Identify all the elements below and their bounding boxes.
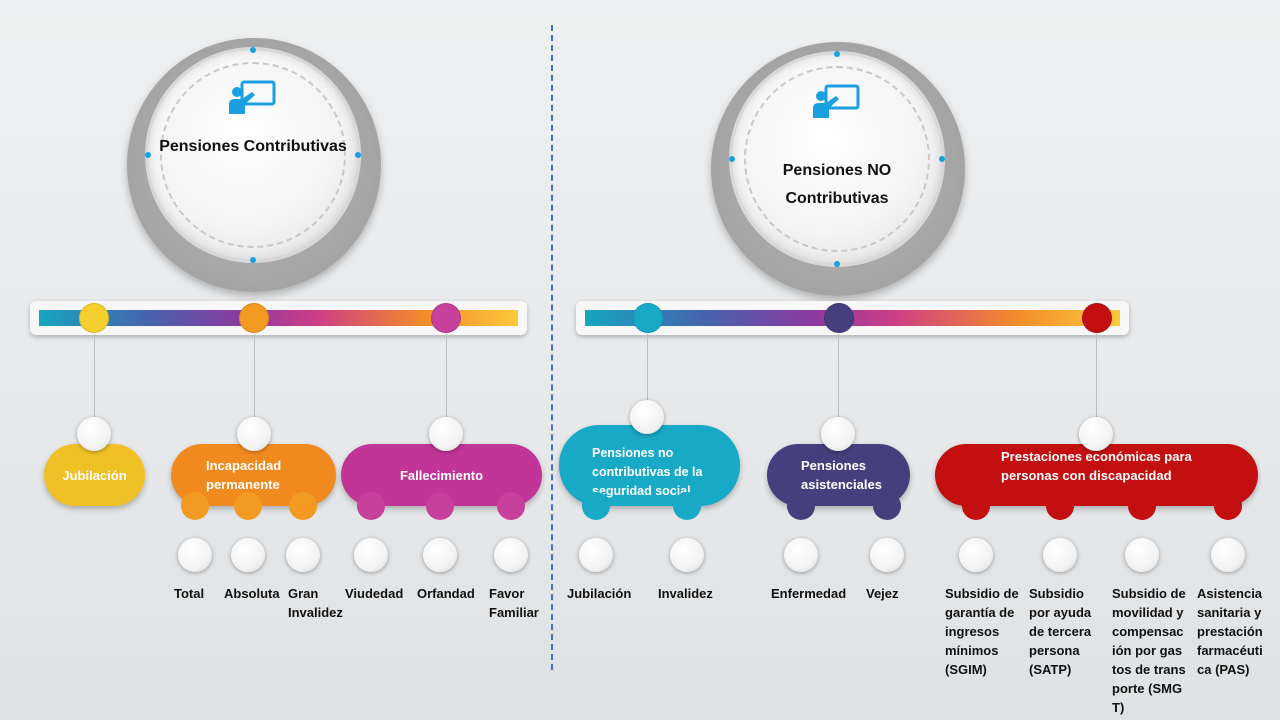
timeline-node-discapacidad: [1082, 303, 1112, 333]
leaf-vejez: Vejez: [866, 586, 899, 601]
category-discapacidad[interactable]: Prestaciones económicas para personas co…: [935, 444, 1258, 506]
section-divider: [551, 25, 553, 670]
contributivas-title: Pensiones Contributivas: [159, 138, 347, 155]
category-seguridad-social[interactable]: Pensiones no contributivas de la segurid…: [559, 425, 740, 506]
presentation-board-icon: [229, 80, 276, 114]
timeline-node-jubilacion: [79, 303, 109, 333]
timeline-node-seguridad-social: [633, 303, 663, 333]
leaf-gran-invalidez: Gran Invalidez: [288, 586, 343, 620]
leaf-viudedad: Viudedad: [345, 586, 404, 601]
category-jubilacion[interactable]: Jubilación: [44, 444, 145, 506]
leaf-pas: Asistencia sanitaria y prestación farmac…: [1197, 586, 1263, 677]
leaf-absoluta: Absoluta: [224, 586, 280, 601]
leaf-favor-familiar: Favor Familiar: [489, 586, 539, 620]
no-contributivas-title: Pensiones NO Contributivas: [782, 162, 892, 207]
leaf-jubilacion-nc: Jubilación: [567, 586, 632, 601]
leaf-satp: Subsidio por ayuda de tercera persona (S…: [1029, 586, 1092, 677]
category-asistenciales[interactable]: Pensiones asistenciales: [767, 444, 910, 506]
timeline-node-fallecimiento: [431, 303, 461, 333]
leaf-sgim: Subsidio de garantía de ingresos mínimos…: [945, 586, 1019, 677]
leaf-smgt: Subsidio de movilidad y compensación por…: [1112, 586, 1186, 715]
leaf-enfermedad: Enfermedad: [771, 586, 847, 601]
leaf-invalidez: Invalidez: [658, 586, 713, 601]
no-contributivas-circle: Pensiones NO Contributivas: [711, 42, 965, 296]
timeline-node-asistenciales: [824, 303, 854, 333]
leaf-total: Total: [174, 586, 205, 601]
presentation-board-icon: [813, 84, 860, 118]
leaf-orfandad: Orfandad: [417, 586, 475, 601]
contributivas-circle: Pensiones Contributivas: [127, 38, 381, 292]
timeline-node-incapacidad: [239, 303, 269, 333]
